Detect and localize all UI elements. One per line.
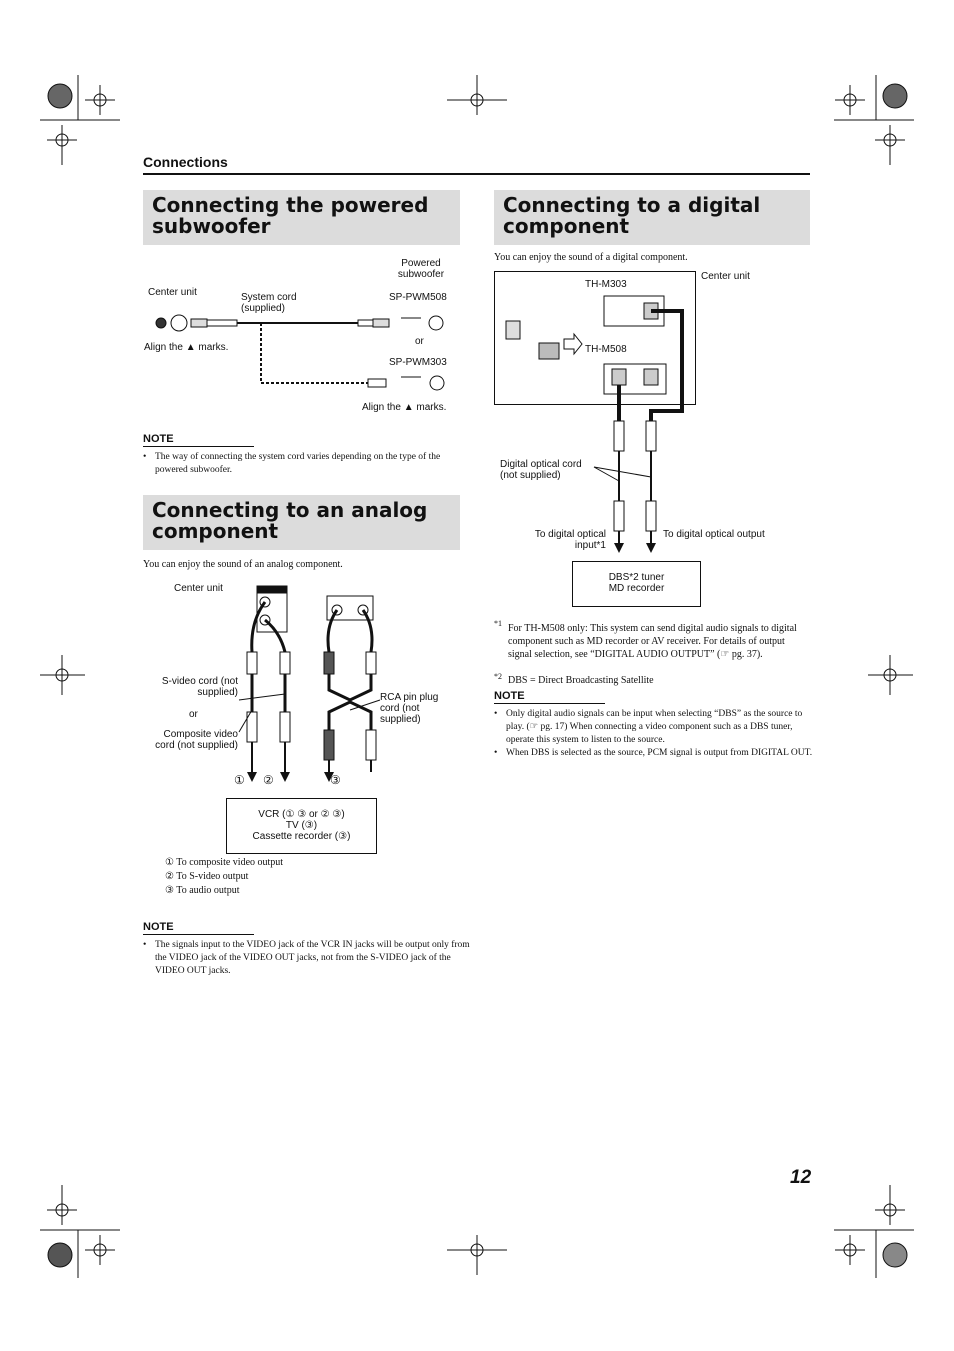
model-pwm303-label: SP-PWM303 (389, 357, 447, 368)
subwoofer-diagram (155, 314, 445, 391)
th-m303-label: TH-M303 (585, 279, 627, 290)
digital-title: Connecting to a digital component (503, 193, 761, 238)
marker-1: ① (234, 773, 245, 787)
analog-center-unit-label: Center unit (174, 583, 223, 594)
digital-center-unit-label: Center unit (701, 271, 750, 282)
center-unit-panel (494, 271, 696, 405)
subwoofer-title-box: Connecting the powered subwoofer (143, 190, 460, 245)
analog-legend-1: ① To composite video output (165, 857, 284, 868)
analog-title-box: Connecting to an analog component (143, 495, 460, 550)
analog-title: Connecting to an analog component (152, 498, 428, 543)
marker-2: ② (263, 773, 274, 787)
footnote-text-1: For TH-M508 only: This system can send d… (508, 623, 797, 660)
digital-title-box: Connecting to a digital component (494, 190, 810, 245)
center-unit-label: Center unit (148, 287, 197, 298)
subwoofer-title: Connecting the powered subwoofer (152, 193, 429, 238)
analog-note-heading: NOTE (143, 921, 254, 935)
optical-cord-label: Digital optical cord (not supplied) (500, 459, 582, 481)
page-number: 12 (790, 1167, 812, 1188)
footnote-mark-2: *2 (494, 672, 502, 681)
subwoofer-note-heading: NOTE (143, 433, 254, 447)
rca-cord-label: RCA pin plug cord (not supplied) (380, 692, 439, 725)
digital-note-item-2: When DBS is selected as the source, PCM … (494, 747, 822, 760)
digital-diagram (505, 295, 684, 553)
analog-box-line2: TV (③) (285, 820, 318, 831)
marker-3: ③ (330, 773, 341, 787)
to-digital-output-label: To digital optical output (663, 529, 765, 540)
digital-box-line1: DBS*2 tuner (608, 572, 665, 583)
footnote-text-2: DBS = Direct Broadcasting Satellite (508, 675, 654, 686)
to-digital-input-label: To digital optical input*1 (534, 529, 606, 551)
analog-device-box: VCR (① ③ or ② ③) TV (③) Cassette recorde… (226, 798, 377, 854)
analog-note-item: The signals input to the VIDEO jack of t… (143, 939, 472, 978)
svideo-cord-label: S-video cord (not supplied) (161, 676, 238, 698)
model-pwm508-label: SP-PWM508 (389, 292, 447, 303)
analog-legend-3: ③ To audio output (165, 885, 240, 896)
digital-note-item-1: Only digital audio signals can be input … (494, 708, 822, 747)
digital-note-heading: NOTE (494, 690, 605, 704)
analog-or-label: or (189, 709, 198, 720)
align-marks-right: Align the ▲ marks. (362, 402, 447, 413)
header-rule (143, 173, 810, 175)
system-cord-label: System cord (supplied) (241, 292, 297, 314)
footnote-mark-1: *1 (494, 619, 502, 628)
analog-box-line1: VCR (① ③ or ② ③) (258, 809, 345, 820)
align-marks-left: Align the ▲ marks. (144, 342, 229, 353)
powered-subwoofer-label: Powered subwoofer (397, 258, 445, 280)
digital-device-box: DBS*2 tuner MD recorder (572, 561, 701, 607)
digital-box-line2: MD recorder (608, 583, 665, 594)
or-label: or (415, 336, 424, 347)
section-header: Connections (143, 154, 228, 170)
analog-legend-2: ② To S-video output (165, 871, 249, 882)
th-m508-label: TH-M508 (585, 344, 627, 355)
analog-diagram (238, 585, 381, 782)
composite-cord-label: Composite video cord (not supplied) (155, 729, 238, 751)
analog-box-line3: Cassette recorder (③) (252, 831, 351, 842)
subwoofer-note-item: The way of connecting the system cord va… (143, 451, 472, 477)
digital-intro: You can enjoy the sound of a digital com… (494, 252, 688, 263)
analog-intro: You can enjoy the sound of an analog com… (143, 559, 343, 570)
